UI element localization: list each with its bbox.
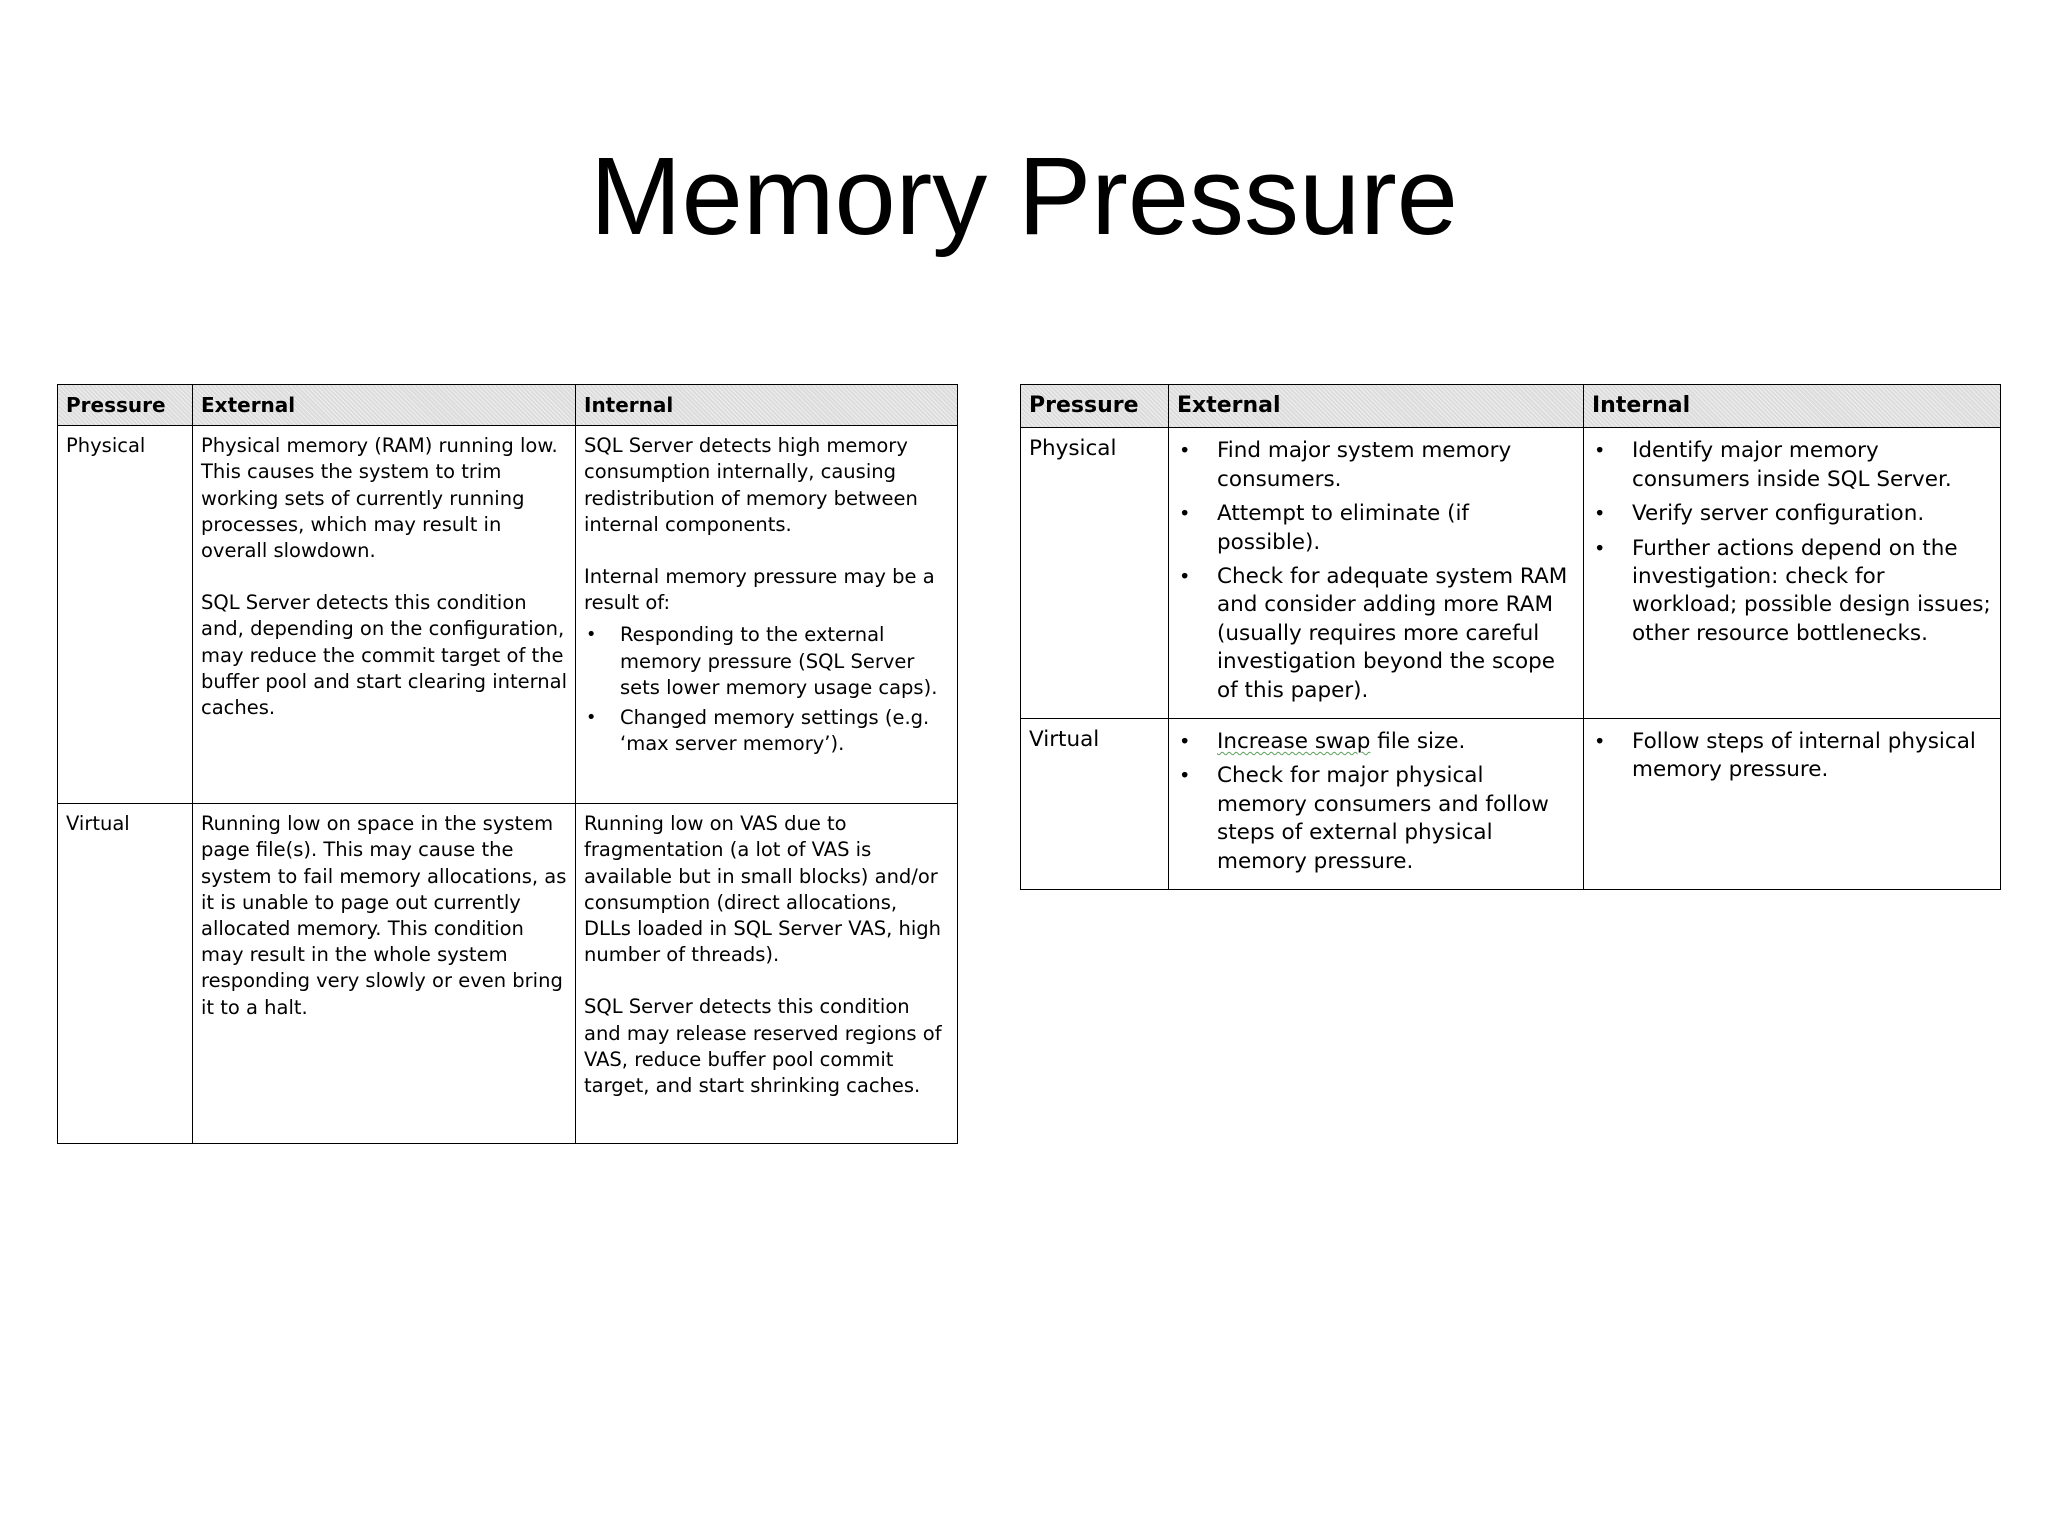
- header-external: External: [192, 383, 576, 427]
- list-item: Attempt to eliminate (if possible).: [1177, 500, 1575, 557]
- memory-pressure-description-table: Pressure External Internal Physical Phys…: [57, 383, 958, 1145]
- row-label-physical: Physical: [57, 425, 193, 805]
- physical-internal-para-2: Internal memory pressure may be a result…: [584, 565, 935, 615]
- header-internal: Internal: [575, 383, 958, 427]
- header-external: External: [1168, 383, 1584, 429]
- cell-virtual-internal: Running low on VAS due to fragmentation …: [575, 803, 958, 1145]
- header-pressure: Pressure: [1020, 383, 1169, 429]
- row-label-virtual: Virtual: [1020, 718, 1169, 891]
- physical-external-para-1: Physical memory (RAM) running low. This …: [201, 434, 558, 563]
- physical-external-list: Find major system memory consumers. Atte…: [1177, 437, 1575, 705]
- list-item-text: file size.: [1370, 729, 1466, 755]
- list-item: Check for adequate system RAM and consid…: [1177, 563, 1575, 705]
- cell-physical-external: Physical memory (RAM) running low. This …: [192, 425, 576, 805]
- header-internal: Internal: [1583, 383, 2001, 429]
- table-header-row: Pressure External Internal: [57, 383, 958, 427]
- cell-physical-internal: Identify major memory consumers inside S…: [1583, 427, 2001, 720]
- table-row-virtual: Virtual Running low on space in the syst…: [57, 803, 958, 1145]
- list-item: Check for major physical memory consumer…: [1177, 762, 1575, 876]
- cell-virtual-internal: Follow steps of internal physical memory…: [1583, 718, 2001, 891]
- cell-physical-external: Find major system memory consumers. Atte…: [1168, 427, 1584, 720]
- physical-internal-list: Identify major memory consumers inside S…: [1592, 437, 1992, 648]
- memory-pressure-actions-table: Pressure External Internal Physical Find…: [1020, 383, 2001, 891]
- table-header-row: Pressure External Internal: [1020, 383, 2001, 429]
- physical-internal-list: Responding to the external memory pressu…: [584, 622, 949, 757]
- spellcheck-underlined-text: Increase swap: [1217, 729, 1371, 755]
- list-item: Find major system memory consumers.: [1177, 437, 1575, 494]
- cell-physical-internal: SQL Server detects high memory consumpti…: [575, 425, 958, 805]
- physical-external-para-2: SQL Server detects this condition and, d…: [201, 591, 568, 720]
- list-item: Further actions depend on the investigat…: [1592, 535, 1992, 649]
- virtual-internal-para-2: SQL Server detects this condition and ma…: [584, 995, 942, 1098]
- table-row-physical: Physical Physical memory (RAM) running l…: [57, 425, 958, 805]
- virtual-external-para-1: Running low on space in the system page …: [201, 812, 567, 1019]
- table-row-virtual: Virtual Increase swap file size. Check f…: [1020, 718, 2001, 891]
- virtual-internal-list: Follow steps of internal physical memory…: [1592, 728, 1992, 785]
- virtual-internal-para-1: Running low on VAS due to fragmentation …: [584, 812, 941, 967]
- virtual-external-list: Increase swap file size. Check for major…: [1177, 728, 1575, 876]
- list-item: Verify server configuration.: [1592, 500, 1992, 529]
- list-item: Increase swap file size.: [1177, 728, 1575, 757]
- list-item: Changed memory settings (e.g. ‘max serve…: [584, 705, 949, 757]
- physical-internal-para-1: SQL Server detects high memory consumpti…: [584, 434, 918, 536]
- row-label-physical: Physical: [1020, 427, 1169, 720]
- list-item: Follow steps of internal physical memory…: [1592, 728, 1992, 785]
- header-pressure: Pressure: [57, 383, 193, 427]
- table-row-physical: Physical Find major system memory consum…: [1020, 427, 2001, 720]
- row-label-virtual: Virtual: [57, 803, 193, 1145]
- cell-virtual-external: Increase swap file size. Check for major…: [1168, 718, 1584, 891]
- list-item: Identify major memory consumers inside S…: [1592, 437, 1992, 494]
- slide-title: Memory Pressure: [590, 135, 1458, 258]
- list-item: Responding to the external memory pressu…: [584, 622, 949, 701]
- cell-virtual-external: Running low on space in the system page …: [192, 803, 576, 1145]
